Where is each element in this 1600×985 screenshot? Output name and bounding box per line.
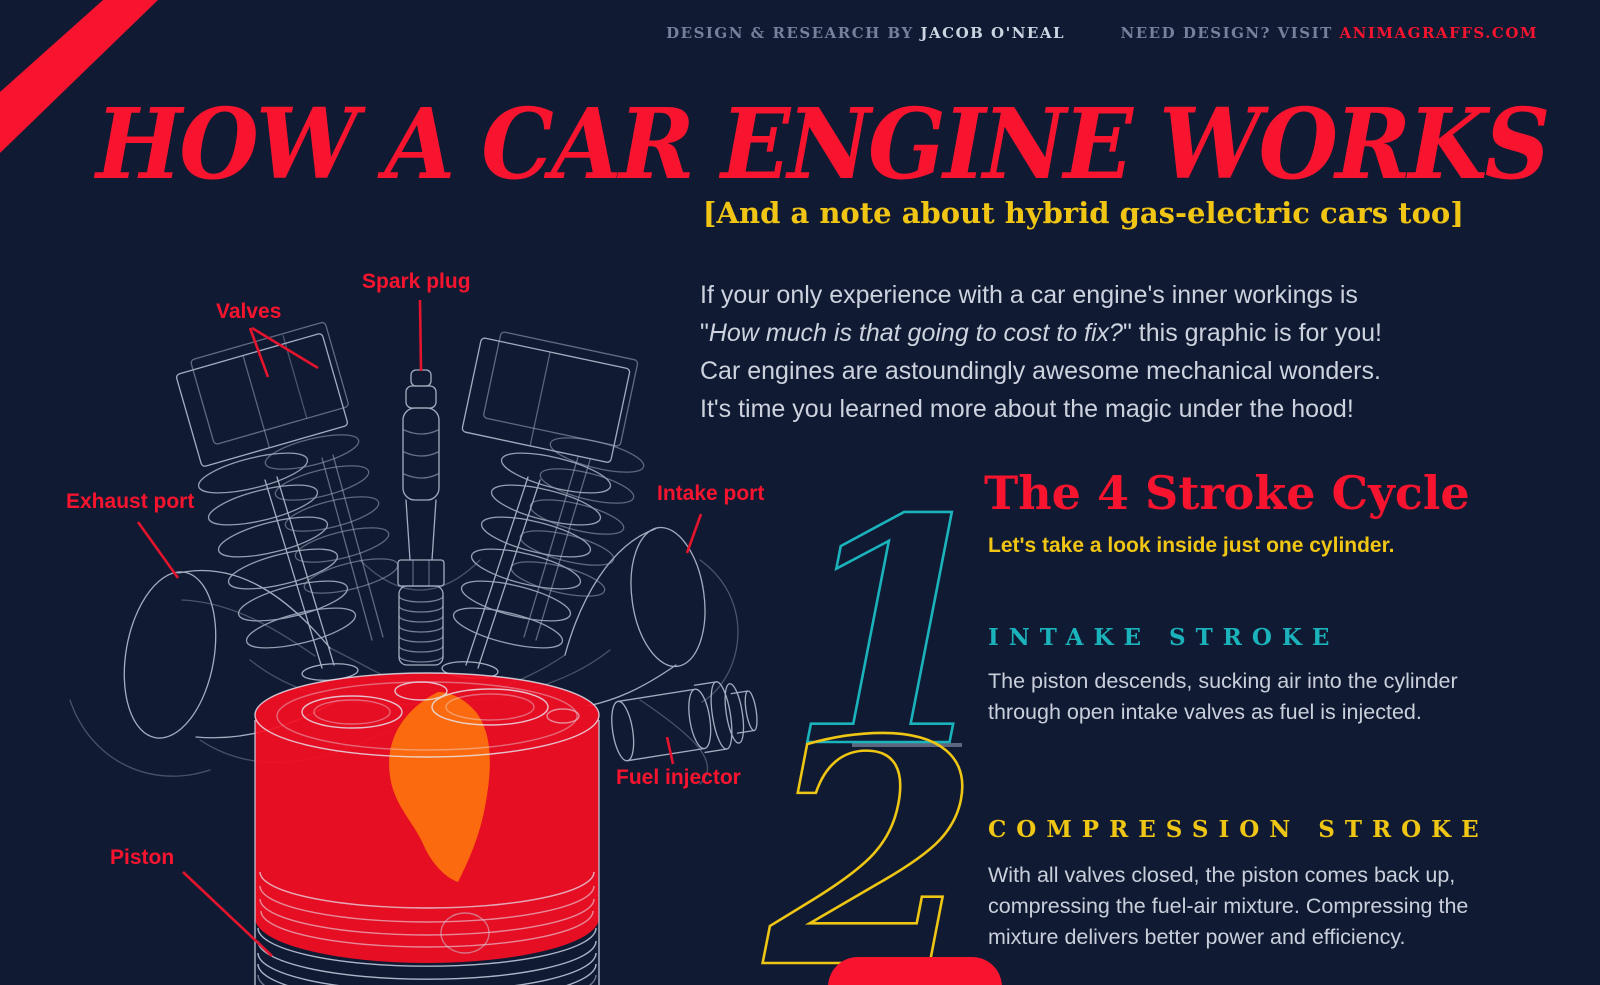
animagraffs-link[interactable]: ANIMAGRAFFS.COM xyxy=(1339,24,1538,42)
page-title: HOW A CAR ENGINE WORKS xyxy=(96,87,1550,201)
valve-springs-right xyxy=(452,437,645,649)
step-3-number-partial xyxy=(828,957,1002,985)
piston-drawing xyxy=(254,720,600,985)
label-intake-port: Intake port xyxy=(657,482,765,505)
chamber-overlay-lines xyxy=(254,672,600,948)
cycle-heading: The 4 Stroke Cycle xyxy=(984,466,1470,520)
intro-line-1: If your only experience with a car engin… xyxy=(700,281,1358,309)
page-subtitle: [And a note about hybrid gas-electric ca… xyxy=(702,196,1464,230)
fuel-injector-drawing xyxy=(611,681,758,762)
flame-icon xyxy=(389,692,490,882)
intro-line-3: Car engines are astoundingly awesome mec… xyxy=(700,357,1381,385)
corner-ribbon-shape xyxy=(0,0,158,153)
label-fuel-injector: Fuel injector xyxy=(616,766,741,789)
left-valve-head xyxy=(176,321,349,467)
step-2-body: With all valves closed, the piston comes… xyxy=(988,863,1469,949)
label-exhaust-port: Exhaust port xyxy=(66,490,195,513)
step-1-number: 1 xyxy=(787,452,1003,816)
header-credits: DESIGN & RESEARCH BY JACOB O'NEAL NEED D… xyxy=(666,24,1538,42)
step-2-number: 2 xyxy=(759,673,980,985)
leader-lines xyxy=(136,299,703,957)
label-valves: Valves xyxy=(216,300,282,323)
step-2-title: COMPRESSION STROKE xyxy=(988,816,1489,843)
credit-prefix: DESIGN & RESEARCH BY xyxy=(666,24,914,42)
intro-quote-open: " xyxy=(700,319,709,347)
intake-port-drawing xyxy=(564,526,739,707)
intro-quote-italic: How much is that going to cost to fix? xyxy=(708,319,1123,347)
valve-stems xyxy=(264,454,591,681)
right-valve-head xyxy=(461,331,639,463)
intro-line-4: It's time you learned more about the mag… xyxy=(700,395,1354,423)
cycle-subheading: Let's take a look inside just one cylind… xyxy=(988,534,1395,557)
valve-springs-left xyxy=(197,434,399,649)
cta-prefix: NEED DESIGN? VISIT xyxy=(1120,24,1333,42)
credit-name: JACOB O'NEAL xyxy=(920,24,1066,42)
combustion-chamber xyxy=(254,672,600,963)
spark-plug-drawing xyxy=(397,369,445,666)
intro-quote-close: " this graphic is for you! xyxy=(1122,319,1382,347)
label-piston: Piston xyxy=(110,846,175,869)
step-1-body: The piston descends, sucking air into th… xyxy=(988,669,1458,724)
intro-paragraph: If your only experience with a car engin… xyxy=(700,276,1500,428)
step-1-title: INTAKE STROKE xyxy=(988,624,1340,651)
label-spark-plug: Spark plug xyxy=(362,270,471,293)
